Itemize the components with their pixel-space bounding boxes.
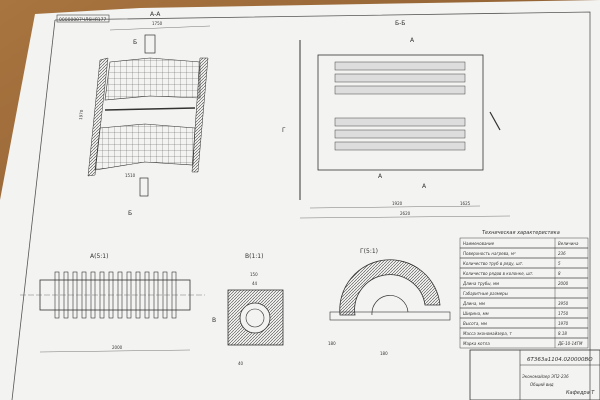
svg-text:44: 44 — [252, 281, 258, 286]
table-cell: 8 — [558, 271, 561, 276]
svg-text:Общий вид: Общий вид — [530, 382, 554, 387]
svg-text:Экономайзер ЭП2-236: Экономайзер ЭП2-236 — [521, 374, 569, 379]
svg-text:В(1:1): В(1:1) — [245, 253, 263, 260]
table-cell: 8.18 — [558, 331, 567, 336]
svg-text:150: 150 — [250, 272, 258, 277]
svg-text:180: 180 — [328, 341, 336, 346]
svg-text:1750: 1750 — [152, 21, 163, 26]
svg-text:А(5:1): А(5:1) — [90, 253, 108, 260]
svg-text:2620: 2620 — [400, 211, 411, 216]
table-cell: 2000 — [558, 281, 569, 286]
svg-text:А: А — [378, 173, 383, 180]
table-cell: Высота, мм — [463, 321, 487, 326]
table-cell: Количество рядов в колонке, шт. — [463, 271, 533, 276]
svg-text:А: А — [410, 37, 415, 44]
detail-g-view: Г(5:1) 180 180 — [328, 248, 451, 356]
table-cell: Длина трубы, мм — [462, 281, 499, 286]
svg-text:Г(5:1): Г(5:1) — [360, 248, 378, 255]
svg-text:40: 40 — [238, 361, 244, 366]
table-cell: 3950 — [558, 301, 569, 306]
table-cell: Масса экономайзера, т — [463, 331, 512, 336]
svg-text:1920: 1920 — [392, 201, 403, 206]
section-aa-label: А-А — [150, 11, 161, 18]
table-row — [459, 337, 589, 349]
table-cell: 5 — [558, 261, 561, 266]
table-cell: Количество труб в ряду, шт. — [463, 261, 523, 266]
table-cell: Марка котла — [463, 341, 490, 346]
svg-text:Б: Б — [133, 39, 137, 46]
section-bb-label: Б-Б — [395, 20, 405, 27]
table-cell: Величина — [558, 241, 579, 246]
svg-text:Кафедра Т: Кафедра Т — [566, 390, 595, 396]
svg-text:В: В — [212, 317, 216, 324]
table-cell: Ширина, мм — [463, 311, 489, 316]
svg-text:А: А — [422, 183, 427, 190]
table-cell: 1750 — [558, 311, 569, 316]
table-cell: Длина, мм — [462, 301, 485, 306]
stamp-box — [56, 14, 110, 23]
svg-text:1510: 1510 — [125, 173, 136, 178]
table-cell: 1970 — [558, 321, 569, 326]
section-bb-view: Б-Б 1920 1625 2620 А А А Г — [282, 20, 511, 219]
drawing-frame — [54, 11, 591, 400]
svg-text:6Т363а1104.020000ВО: 6Т363а1104.020000ВО — [527, 357, 593, 363]
svg-text:2000: 2000 — [112, 345, 123, 350]
stamp-top: 00000007ЧЛ6НЯ177 — [59, 17, 106, 23]
svg-text:Б: Б — [128, 210, 132, 217]
svg-text:1625: 1625 — [460, 201, 471, 206]
title-block: 6Т363а1104.020000ВО Экономайзер ЭП2-236 … — [469, 349, 600, 400]
svg-text:Г: Г — [282, 127, 286, 134]
svg-text:Техническая характеристика: Техническая характеристика — [482, 230, 560, 236]
section-aa-view: А-А 1750 1970 1510 Б Б — [78, 11, 211, 217]
table-cell: Наименование — [463, 241, 495, 246]
table-cell: Поверхность нагрева, м² — [463, 251, 516, 256]
svg-text:180: 180 — [380, 351, 388, 356]
svg-text:1970: 1970 — [78, 109, 84, 120]
detail-a-view: А(5:1) 2000 — [20, 253, 205, 353]
detail-v-view: В(1:1) 150 44 40 В — [212, 253, 284, 366]
table-cell: ДЕ-10-14ГМ — [557, 341, 583, 346]
table-cell: 236 — [558, 251, 566, 256]
table-cell: Габаритные размеры — [463, 291, 508, 296]
